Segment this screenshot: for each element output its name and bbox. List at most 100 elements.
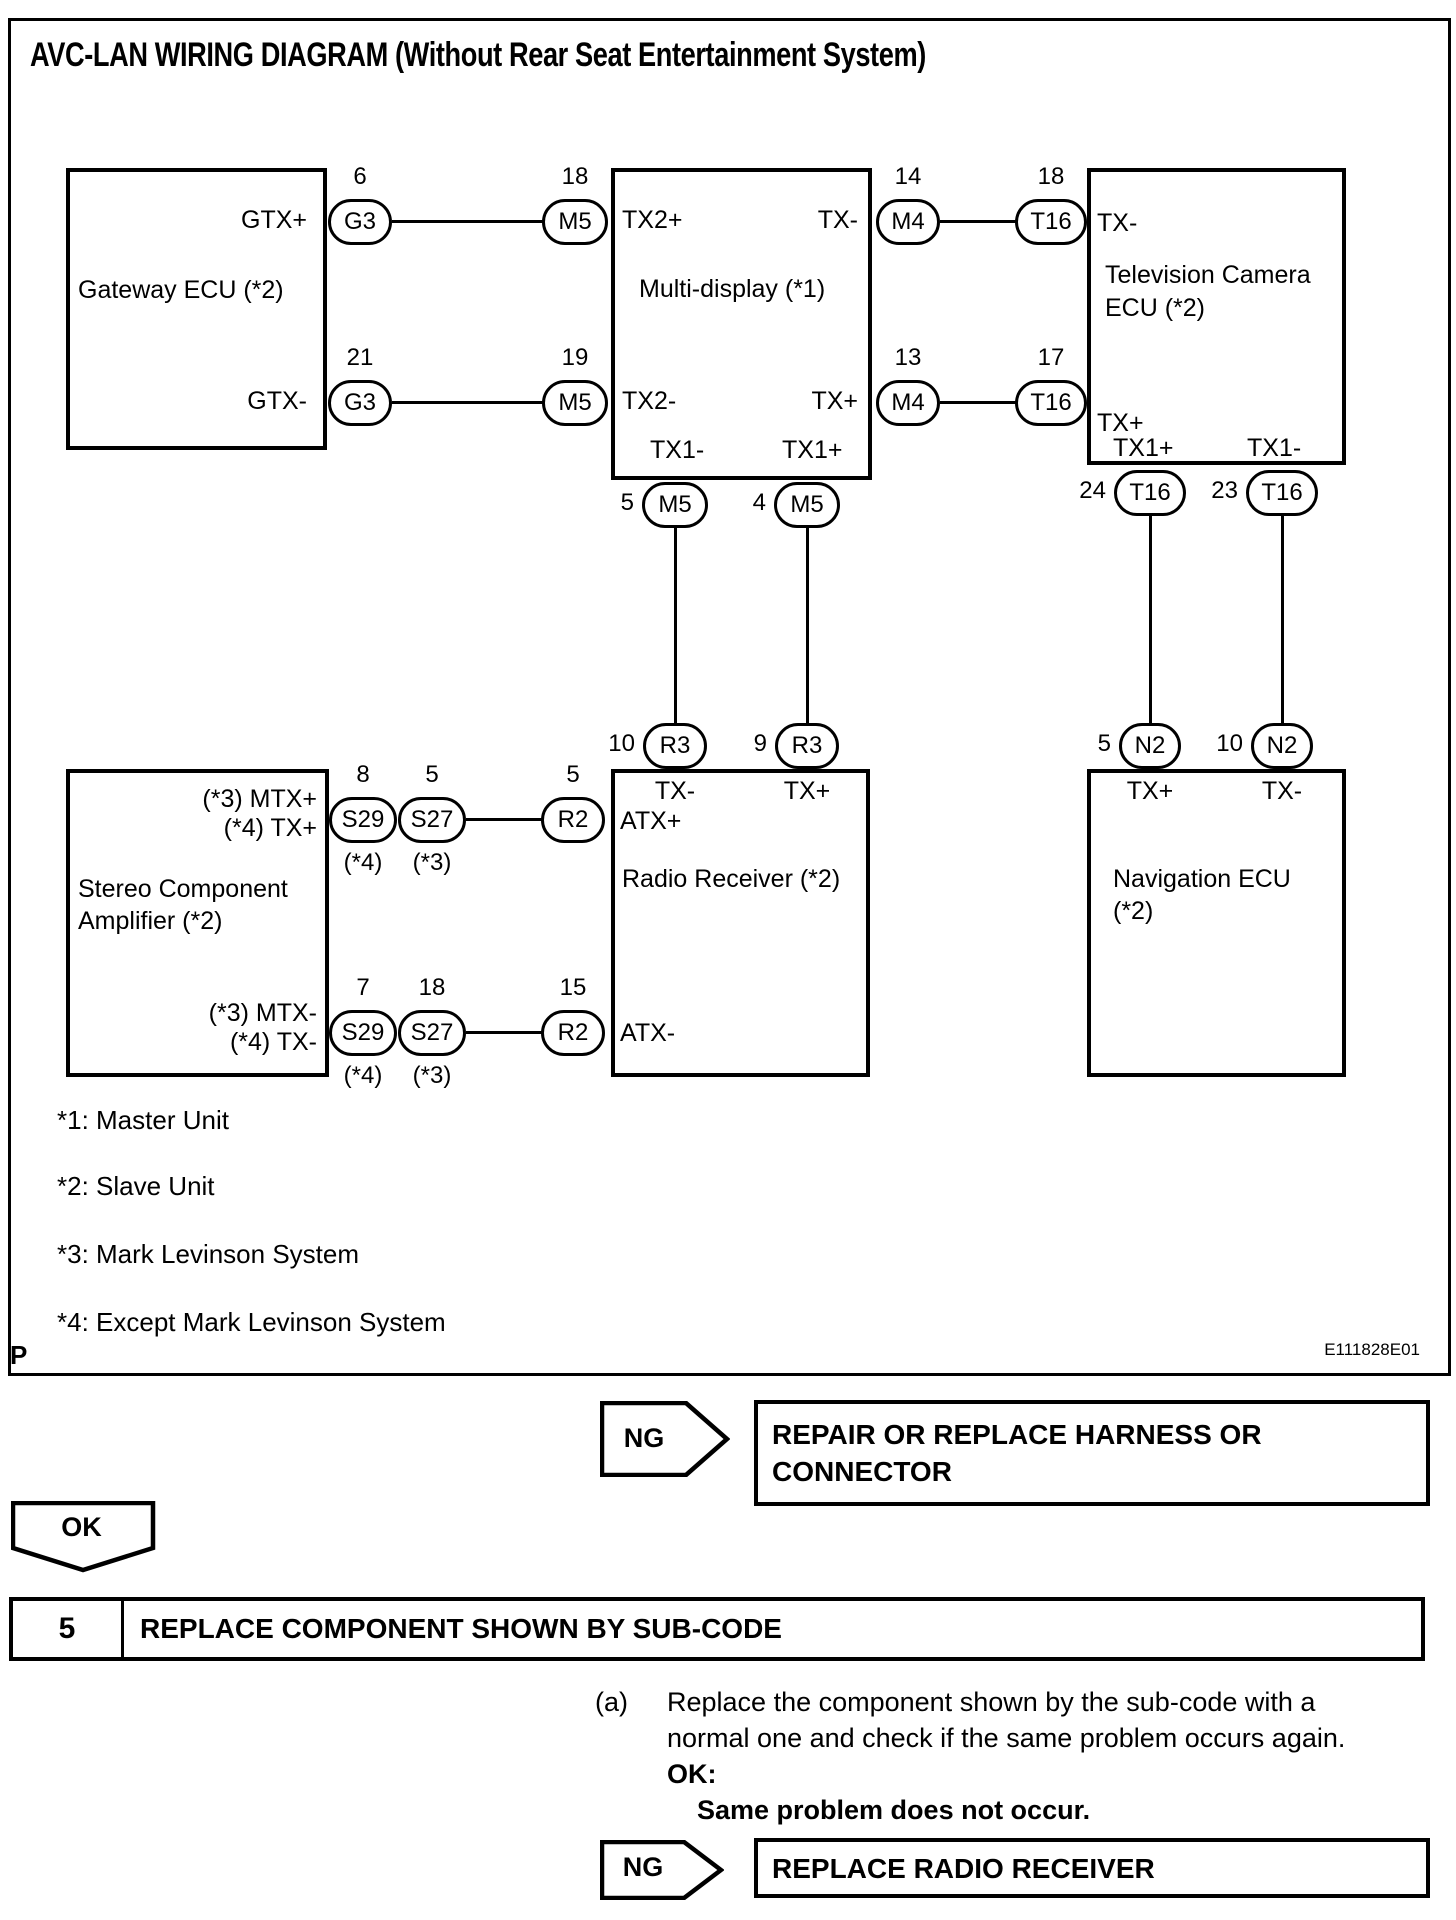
pin-number: 4 bbox=[752, 489, 766, 516]
page-letter: P bbox=[10, 1340, 28, 1370]
wire bbox=[674, 527, 677, 724]
port-label-multi-tx2-plus: TX2+ bbox=[622, 206, 683, 234]
footnote: *2: Slave Unit bbox=[57, 1171, 215, 1201]
connector-oval: G3 bbox=[328, 380, 392, 426]
connector-oval: T16 bbox=[1015, 380, 1087, 426]
step-box: 5 REPLACE COMPONENT SHOWN BY SUB-CODE bbox=[9, 1597, 1425, 1661]
pin-number: 10 bbox=[608, 730, 635, 757]
pin-number: 5 bbox=[620, 489, 634, 516]
port-label-nav-tx-plus: TX+ bbox=[1126, 777, 1174, 805]
pin-number: 5 bbox=[425, 761, 439, 788]
wire bbox=[940, 220, 1017, 223]
footnote: *4: Except Mark Levinson System bbox=[57, 1307, 446, 1337]
port-label-tv-tx-plus: TX+ bbox=[1097, 409, 1144, 437]
pin-number: 15 bbox=[559, 974, 587, 1001]
port-label-radio-atx-minus: ATX- bbox=[620, 1019, 676, 1047]
pin-number: 18 bbox=[1037, 163, 1065, 190]
result-box-repair-harness: REPAIR OR REPLACE HARNESS OR CONNECTOR bbox=[754, 1400, 1430, 1506]
item-text-line2: normal one and check if the same problem… bbox=[667, 1723, 1346, 1753]
pin-number: 14 bbox=[894, 163, 922, 190]
port-label-gateway-gtx-plus: GTX+ bbox=[241, 206, 307, 234]
port-label-multi-tx1-plus: TX1+ bbox=[782, 436, 843, 464]
connector-oval: S27 bbox=[398, 1010, 466, 1056]
component-label-tv-line1: Television Camera bbox=[1105, 261, 1311, 289]
port-label-amp-tx-plus: (*4) TX+ bbox=[223, 814, 317, 842]
port-label-nav-tx-minus: TX- bbox=[1261, 777, 1303, 805]
ok-label: OK bbox=[61, 1512, 102, 1542]
connector-oval: R2 bbox=[541, 797, 605, 843]
connector-note: (*4) bbox=[343, 849, 383, 876]
port-label-multi-tx-minus: TX- bbox=[817, 206, 858, 234]
component-box-radio-receiver bbox=[611, 769, 870, 1077]
port-label-radio-atx-plus: ATX+ bbox=[620, 807, 682, 835]
wire bbox=[1281, 515, 1284, 724]
connector-oval: S27 bbox=[398, 797, 466, 843]
wire bbox=[940, 401, 1017, 404]
component-box-multi-display bbox=[611, 168, 872, 480]
connector-oval: R3 bbox=[643, 723, 707, 769]
component-label-nav-line1: Navigation ECU bbox=[1113, 865, 1291, 893]
footnote: *3: Mark Levinson System bbox=[57, 1239, 360, 1269]
result-text-line1: REPAIR OR REPLACE HARNESS OR bbox=[772, 1419, 1262, 1450]
component-box-stereo-amplifier bbox=[66, 769, 329, 1077]
pin-number: 10 bbox=[1216, 730, 1243, 757]
port-label-multi-tx2-minus: TX2- bbox=[622, 387, 677, 415]
ok-result-text: Same problem does not occur. bbox=[697, 1795, 1091, 1825]
port-label-radio-tx-plus: TX+ bbox=[783, 777, 831, 805]
pin-number: 6 bbox=[353, 163, 367, 190]
pin-number: 5 bbox=[566, 761, 580, 788]
connector-oval: R3 bbox=[775, 723, 839, 769]
diagram-frame bbox=[8, 18, 1451, 1376]
connector-oval: T16 bbox=[1015, 199, 1087, 245]
port-label-amp-mtx-plus: (*3) MTX+ bbox=[202, 785, 317, 813]
ng-arrow-icon bbox=[600, 1840, 724, 1900]
ok-heading: OK: bbox=[667, 1759, 717, 1789]
connector-oval: R2 bbox=[541, 1010, 605, 1056]
connector-note: (*4) bbox=[343, 1062, 383, 1089]
pin-number: 8 bbox=[356, 761, 370, 788]
connector-oval: M5 bbox=[542, 380, 608, 426]
connector-oval: M5 bbox=[542, 199, 608, 245]
wire bbox=[806, 527, 809, 724]
step-number: 5 bbox=[13, 1601, 124, 1657]
ng-label: NG bbox=[622, 1852, 664, 1882]
wire bbox=[466, 1031, 542, 1034]
port-label-multi-tx1-minus: TX1- bbox=[650, 436, 705, 464]
port-label-gateway-gtx-minus: GTX- bbox=[247, 387, 307, 415]
step-title: REPLACE COMPONENT SHOWN BY SUB-CODE bbox=[140, 1613, 782, 1644]
component-box-tv-camera-ecu bbox=[1087, 168, 1346, 465]
port-label-amp-tx-minus: (*4) TX- bbox=[229, 1028, 317, 1056]
item-text-line1: Replace the component shown by the sub-c… bbox=[667, 1687, 1316, 1717]
ok-arrow-icon bbox=[11, 1501, 156, 1573]
component-label-amp-line2: Amplifier (*2) bbox=[78, 907, 223, 935]
connector-note: (*3) bbox=[412, 849, 452, 876]
component-label-radio: Radio Receiver (*2) bbox=[622, 865, 841, 893]
pin-number: 18 bbox=[561, 163, 589, 190]
wire bbox=[1149, 515, 1152, 724]
result-text: REPLACE RADIO RECEIVER bbox=[772, 1852, 1155, 1884]
connector-oval: M5 bbox=[642, 482, 708, 528]
connector-oval: S29 bbox=[329, 797, 397, 843]
connector-oval: T16 bbox=[1246, 470, 1318, 516]
connector-oval: T16 bbox=[1114, 470, 1186, 516]
result-text-line2: CONNECTOR bbox=[772, 1456, 952, 1487]
component-label-nav-line2: (*2) bbox=[1113, 897, 1154, 925]
port-label-tv-tx1-minus: TX1- bbox=[1247, 434, 1302, 462]
connector-oval: S29 bbox=[329, 1010, 397, 1056]
figure-code: E111828E01 bbox=[1324, 1340, 1420, 1359]
pin-number: 24 bbox=[1079, 477, 1106, 504]
item-marker: (a) bbox=[595, 1687, 628, 1717]
pin-number: 17 bbox=[1037, 344, 1065, 371]
pin-number: 7 bbox=[356, 974, 370, 1001]
component-label-multi-display: Multi-display (*1) bbox=[639, 275, 826, 303]
component-label-amp-line1: Stereo Component bbox=[78, 875, 288, 903]
port-label-multi-tx-plus: TX+ bbox=[811, 387, 858, 415]
port-label-tv-tx-minus: TX- bbox=[1097, 209, 1138, 237]
pin-number: 21 bbox=[346, 344, 374, 371]
component-label-gateway: Gateway ECU (*2) bbox=[78, 276, 284, 304]
ng-arrow-icon bbox=[600, 1401, 730, 1477]
ng-label: NG bbox=[623, 1423, 665, 1453]
page-title: AVC-LAN WIRING DIAGRAM (Without Rear Sea… bbox=[30, 36, 926, 74]
connector-oval: N2 bbox=[1251, 723, 1313, 769]
component-box-gateway-ecu bbox=[66, 168, 327, 450]
